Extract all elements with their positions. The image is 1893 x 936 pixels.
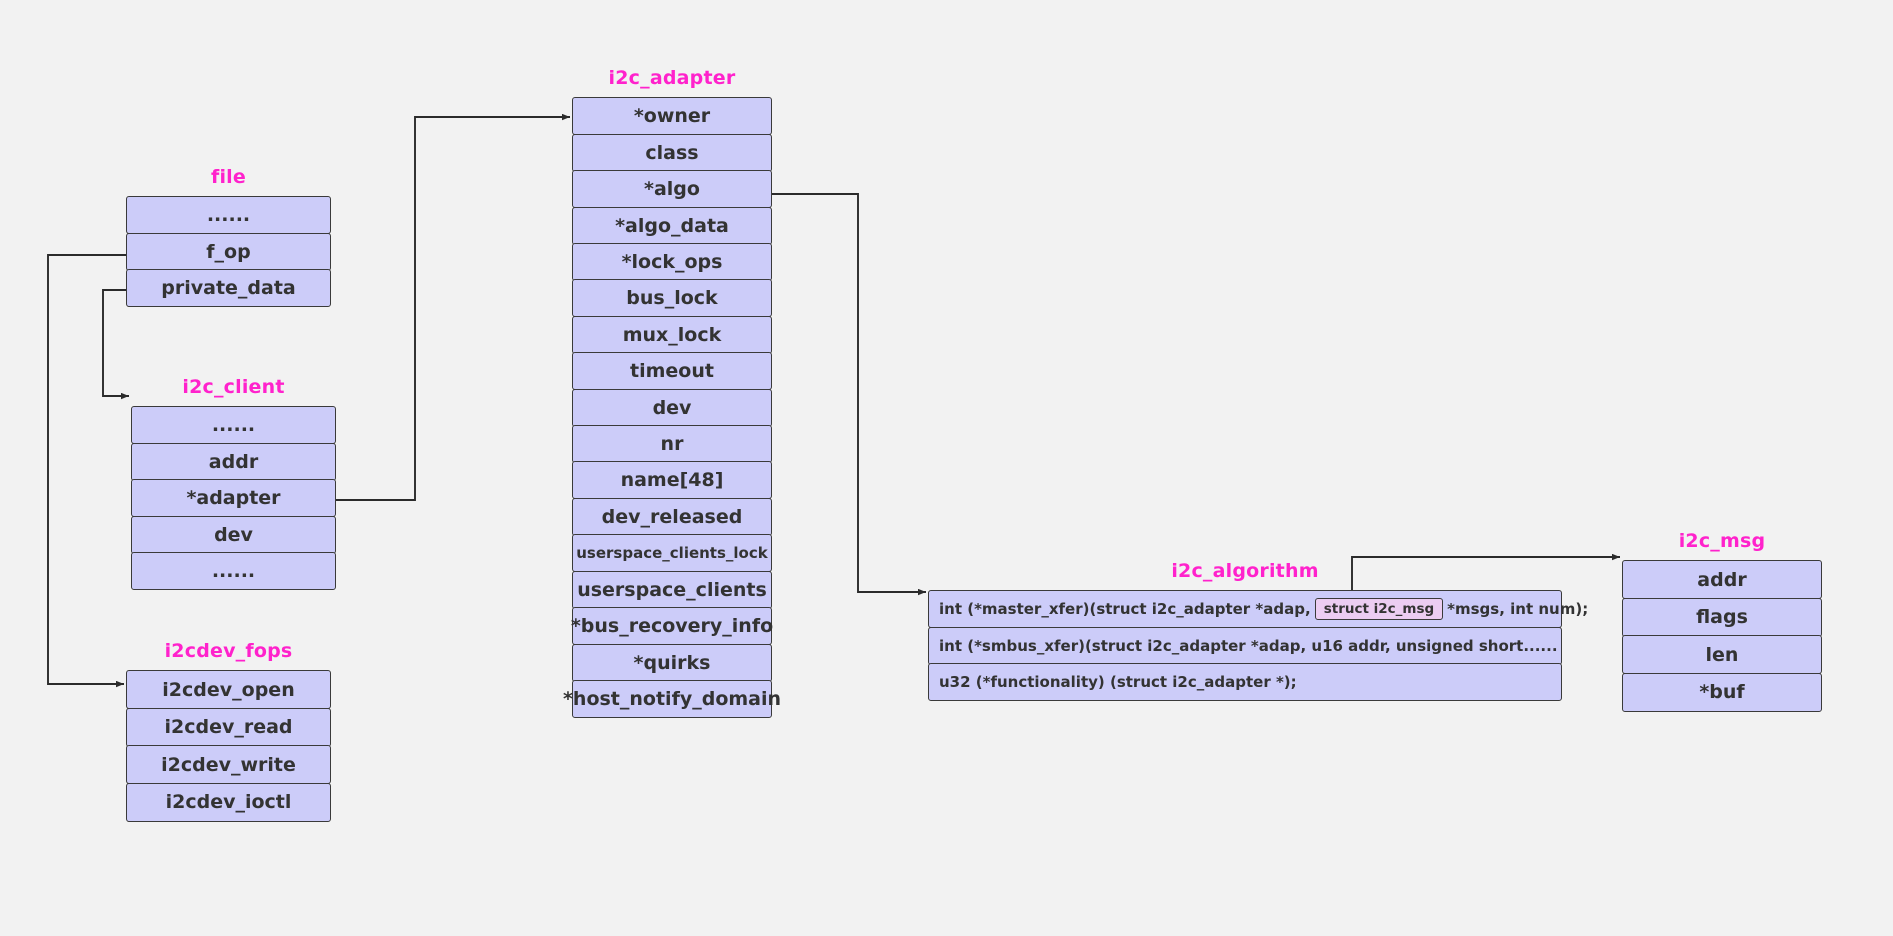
field-i2cdev-open: i2cdev_open bbox=[126, 670, 331, 710]
field-adapter-nr: nr bbox=[572, 425, 772, 464]
struct-i2cdev-fops-title: i2cdev_fops bbox=[164, 640, 293, 662]
field-msg-addr: addr bbox=[1622, 560, 1822, 600]
field-i2c-client-dev: dev bbox=[131, 515, 336, 554]
field-file-f-op: f_op bbox=[126, 232, 331, 271]
field-i2c-client-0: ...... bbox=[131, 406, 336, 445]
field-adapter-dev: dev bbox=[572, 388, 772, 427]
field-algorithm-smbus-xfer: int (*smbus_xfer)(struct i2c_adapter *ad… bbox=[928, 626, 1562, 665]
field-i2cdev-read: i2cdev_read bbox=[126, 707, 331, 747]
field-adapter-lock-ops: *lock_ops bbox=[572, 243, 772, 282]
field-msg-buf: *buf bbox=[1622, 672, 1822, 712]
struct-i2c-algorithm: i2c_algorithm int (*master_xfer)(struct … bbox=[928, 560, 1588, 702]
field-algorithm-master-xfer: int (*master_xfer)(struct i2c_adapter *a… bbox=[928, 590, 1588, 629]
field-adapter-algo-data: *algo_data bbox=[572, 206, 772, 245]
field-adapter-quirks: *quirks bbox=[572, 643, 772, 682]
field-adapter-dev-released: dev_released bbox=[572, 497, 772, 536]
field-i2cdev-ioctl: i2cdev_ioctl bbox=[126, 782, 331, 822]
field-file-0: ...... bbox=[126, 196, 331, 235]
algorithm-master-xfer-prefix: int (*master_xfer)(struct i2c_adapter *a… bbox=[939, 600, 1311, 619]
field-adapter-userspace-clients-lock: userspace_clients_lock bbox=[572, 534, 772, 573]
struct-file: file ...... f_op private_data bbox=[126, 166, 331, 308]
field-algorithm-functionality: u32 (*functionality) (struct i2c_adapter… bbox=[928, 663, 1562, 702]
struct-i2c-algorithm-title: i2c_algorithm bbox=[1171, 560, 1319, 582]
struct-i2c-client: i2c_client ...... addr *adapter dev ....… bbox=[131, 376, 336, 591]
field-msg-flags: flags bbox=[1622, 597, 1822, 637]
field-adapter-host-notify-domain: *host_notify_domain bbox=[563, 679, 781, 718]
struct-i2c-client-title: i2c_client bbox=[182, 376, 285, 398]
struct-i2c-adapter-title: i2c_adapter bbox=[608, 67, 736, 89]
field-adapter-algo: *algo bbox=[572, 170, 772, 209]
field-adapter-bus-recovery-info: *bus_recovery_info bbox=[571, 607, 773, 646]
field-adapter-timeout: timeout bbox=[572, 352, 772, 391]
field-adapter-userspace-clients: userspace_clients bbox=[572, 570, 772, 609]
field-i2c-client-adapter: *adapter bbox=[131, 479, 336, 518]
struct-i2c-adapter: i2c_adapter *owner class *algo *algo_dat… bbox=[563, 67, 781, 718]
struct-i2c-msg: i2c_msg addr flags len *buf bbox=[1622, 530, 1822, 712]
struct-i2cdev-fops: i2cdev_fops i2cdev_open i2cdev_read i2cd… bbox=[126, 640, 331, 822]
struct-i2c-msg-title: i2c_msg bbox=[1678, 530, 1766, 552]
field-i2c-client-4: ...... bbox=[131, 552, 336, 591]
field-adapter-bus-lock: bus_lock bbox=[572, 279, 772, 318]
inline-struct-i2c-msg[interactable]: struct i2c_msg bbox=[1314, 598, 1444, 621]
algorithm-master-xfer-suffix: *msgs, int num); bbox=[1447, 600, 1589, 619]
field-adapter-mux-lock: mux_lock bbox=[572, 315, 772, 354]
field-i2c-client-addr: addr bbox=[131, 442, 336, 481]
field-i2cdev-write: i2cdev_write bbox=[126, 745, 331, 785]
field-adapter-class: class bbox=[572, 133, 772, 172]
field-adapter-name: name[48] bbox=[572, 461, 772, 500]
field-msg-len: len bbox=[1622, 635, 1822, 675]
field-file-private-data: private_data bbox=[126, 269, 331, 308]
field-adapter-owner: *owner bbox=[572, 97, 772, 136]
struct-file-title: file bbox=[211, 166, 246, 188]
